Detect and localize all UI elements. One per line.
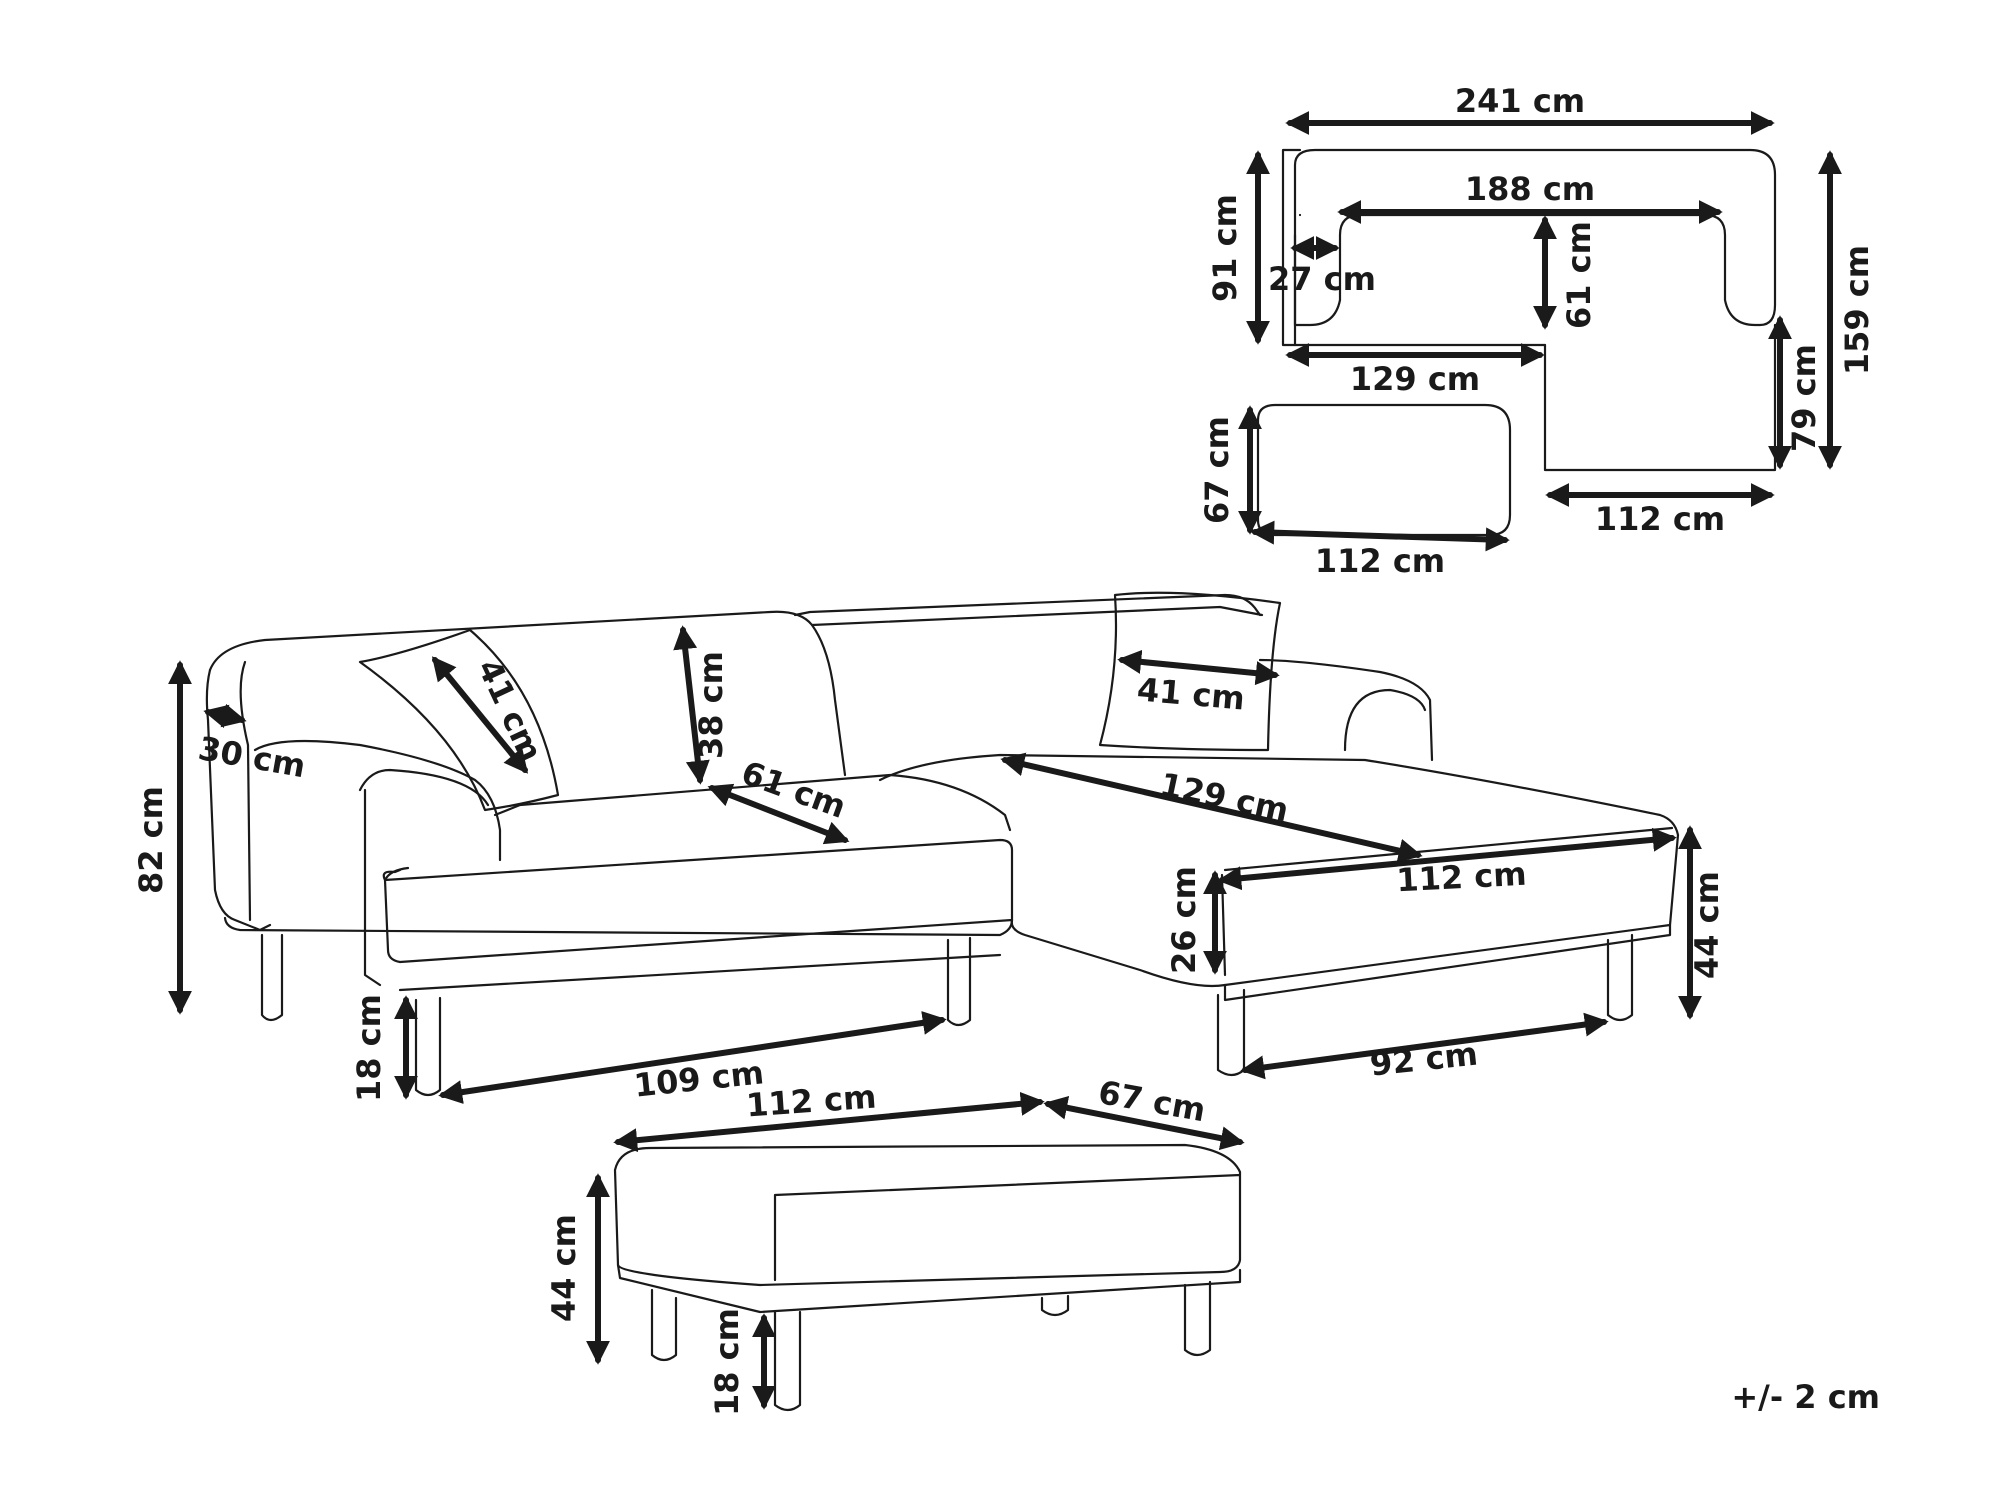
top-view-sofa-outline — [1293, 148, 1777, 347]
label-67: 67 cm — [1198, 416, 1236, 524]
dim-line-112-ottoman-front — [613, 1091, 1045, 1153]
sofa-base-left — [223, 916, 1014, 937]
sofa-backrest-right — [793, 593, 1262, 617]
label-44: 44 cm — [1688, 871, 1726, 979]
label-241: 241 cm — [1455, 82, 1585, 120]
top-view: 241 cm 188 cm 91 cm 27 cm 61 cm 129 cm 1… — [1198, 82, 1876, 580]
ottoman-perspective: 112 cm 67 cm 44 cm 18 cm — [545, 1073, 1245, 1416]
label-79: 79 cm — [1785, 344, 1823, 452]
label-159: 159 cm — [1838, 245, 1876, 375]
sofa-right-arm — [1258, 658, 1434, 762]
label-61: 61 cm — [1560, 221, 1598, 329]
tolerance-note: +/- 2 cm — [1731, 1378, 1880, 1416]
label-27: 27 cm — [1268, 260, 1376, 298]
label-92: 92 cm — [1368, 1035, 1479, 1084]
ottoman-top — [613, 1143, 1242, 1287]
dim-line-61-front — [707, 783, 850, 845]
sofa-backrest-right-inner — [810, 605, 1264, 627]
ottoman-leg-right — [1183, 1280, 1212, 1357]
label-112-chaise: 112 cm — [1595, 500, 1725, 538]
sofa-chaise-leg-back — [1606, 933, 1634, 1022]
sofa-left-arm — [205, 660, 502, 932]
ottoman-leg-back — [1040, 1294, 1070, 1317]
sofa-bottom-base-left — [398, 953, 1002, 992]
dim-line-41-left — [431, 656, 529, 774]
label-41-right: 41 cm — [1136, 670, 1247, 717]
sofa-leg-left-back — [260, 933, 284, 1022]
label-129: 129 cm — [1350, 360, 1480, 398]
sofa-seat-left — [383, 838, 1014, 964]
sofa-leg-left-front — [414, 996, 442, 1097]
top-view-right-arm — [1543, 323, 1777, 472]
label-112-front: 112 cm — [1395, 855, 1527, 900]
label-38: 38 cm — [692, 651, 730, 759]
top-view-ottoman-outline — [1256, 403, 1512, 537]
label-18-sofa: 18 cm — [350, 994, 388, 1102]
sofa-leg-mid — [946, 936, 972, 1027]
label-112-ottoman-front: 112 cm — [745, 1078, 878, 1125]
label-112-ottoman: 112 cm — [1315, 542, 1445, 580]
sofa-chaise-base — [1223, 923, 1672, 1002]
label-30: 30 cm — [195, 729, 308, 785]
sofa-cushion-right — [1098, 591, 1282, 752]
label-91: 91 cm — [1206, 194, 1244, 302]
dim-line-67-ottoman — [1043, 1095, 1245, 1151]
dim-line-112-front — [1217, 827, 1677, 891]
label-18-ottoman: 18 cm — [708, 1308, 746, 1416]
dim-line-112-ottoman — [1250, 520, 1510, 552]
dim-line-109 — [438, 1010, 947, 1105]
label-41-left: 41 cm — [470, 653, 550, 767]
sofa-left-arm-front — [363, 788, 402, 987]
dim-line-41-right — [1117, 649, 1280, 686]
label-26: 26 cm — [1165, 866, 1203, 974]
dim-line-30 — [203, 703, 247, 729]
sofa-chaise-leg-front — [1216, 988, 1246, 1077]
label-129-front: 129 cm — [1157, 765, 1292, 829]
ottoman-leg-left — [650, 1288, 678, 1362]
label-67-ottoman: 67 cm — [1095, 1073, 1208, 1129]
label-188: 188 cm — [1465, 170, 1595, 208]
label-44-ottoman: 44 cm — [545, 1214, 583, 1322]
ottoman-leg-front — [773, 1310, 802, 1412]
dim-line-92 — [1240, 1012, 1609, 1080]
label-82: 82 cm — [132, 786, 170, 894]
sofa-perspective: 82 cm 30 cm 41 cm 38 cm 61 cm 41 cm 129 … — [132, 591, 1726, 1105]
dim-line-38 — [673, 625, 710, 785]
label-61-front: 61 cm — [737, 753, 851, 826]
ottoman-base — [616, 1263, 1242, 1314]
